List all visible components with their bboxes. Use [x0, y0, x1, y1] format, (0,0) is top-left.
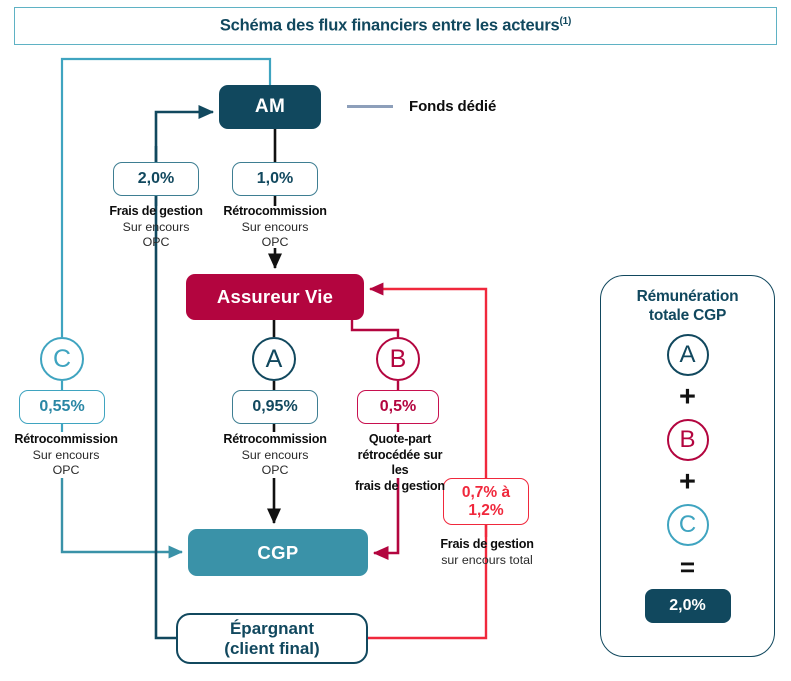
caption-retrocommission-a: Rétrocommission Sur encours OPC: [210, 432, 340, 479]
summary-panel-title: Rémunération totale CGP: [637, 288, 739, 325]
caption-retrocommission-c-line2: OPC: [52, 463, 80, 478]
caption-retrocommission-c: Rétrocommission Sur encours OPC: [0, 432, 134, 479]
summary-badge-circle-c: C: [666, 504, 709, 547]
pill-frais-gestion-total-value-line2: 1,2%: [468, 501, 504, 519]
badge-circle-a: A: [252, 337, 296, 381]
caption-frais-gestion-opc-title: Frais de gestion: [109, 204, 203, 218]
caption-retrocommission-am: Rétrocommission Sur encours OPC: [210, 204, 340, 251]
caption-frais-gestion-total-title: Frais de gestion: [440, 537, 534, 551]
pill-retrocommission-c-value: 0,55%: [39, 398, 85, 415]
caption-retrocommission-am-line2: OPC: [261, 235, 289, 250]
node-cgp-label: CGP: [257, 541, 299, 563]
badge-circle-b: B: [376, 337, 420, 381]
page-title: Schéma des flux financiers entre les act…: [219, 16, 572, 36]
pill-frais-gestion-total-value-line1: 0,7% à: [461, 484, 511, 502]
summary-badge-circle-a: A: [666, 334, 709, 377]
pill-quote-part-b-value: 0,5%: [379, 398, 417, 415]
node-cgp[interactable]: CGP: [188, 529, 368, 576]
summary-badge-circle-b: B: [666, 419, 709, 462]
summary-badge-circle-b-label: B: [679, 426, 696, 454]
legend-fonds-dedie: Fonds dédié: [347, 98, 496, 115]
caption-retrocommission-c-title: Rétrocommission: [14, 432, 118, 446]
badge-circle-a-label: A: [265, 344, 283, 373]
pill-retrocommission-a-value: 0,95%: [252, 398, 298, 415]
summary-panel-remuneration-totale-cgp: Rémunération totale CGP A + B + C = 2,0%: [600, 275, 775, 657]
wire-assureur-to-circle-b: [350, 320, 400, 337]
pill-retrocommission-a: 0,95%: [232, 390, 318, 424]
legend-fonds-dedie-label: Fonds dédié: [409, 98, 497, 115]
pill-retrocommission-am: 1,0%: [232, 162, 318, 196]
node-epargnant-labels: Épargnant (client final): [224, 619, 319, 657]
summary-panel-title-line2: totale CGP: [648, 306, 727, 324]
caption-frais-gestion-total-line1: sur encours total: [441, 552, 533, 567]
caption-frais-gestion-total: Frais de gestion sur encours total: [424, 537, 550, 568]
caption-frais-gestion-opc-line1: Sur encours: [122, 219, 190, 234]
summary-operator-plus-1: +: [679, 381, 696, 414]
node-am-label: AM: [254, 96, 286, 117]
caption-retrocommission-a-line2: OPC: [261, 463, 289, 478]
summary-badge-circle-a-label: A: [679, 341, 696, 369]
page-title-footnote-marker: (1): [559, 16, 572, 28]
wire-c-to-cgp: [60, 478, 183, 559]
summary-panel-formula: A + B + C = 2,0%: [644, 334, 731, 624]
badge-circle-c: C: [40, 337, 84, 381]
caption-retrocommission-c-line1: Sur encours: [32, 447, 100, 462]
node-epargnant-label-line2: (client final): [224, 638, 320, 658]
caption-quote-part-b-line1: rétrocédée sur les: [357, 447, 443, 478]
caption-quote-part-b-line2: frais de gestion: [355, 479, 445, 494]
caption-quote-part-b: Quote-part rétrocédée sur les frais de g…: [348, 432, 452, 495]
pill-frais-gestion-opc: 2,0%: [113, 162, 199, 196]
node-epargnant-label-line1: Épargnant: [229, 619, 315, 639]
page-title-banner: Schéma des flux financiers entre les act…: [14, 7, 777, 45]
caption-quote-part-b-title: Quote-part: [368, 432, 432, 446]
node-assureur-vie[interactable]: Assureur Vie: [186, 274, 364, 320]
summary-total-value: 2,0%: [669, 597, 706, 615]
page-title-text: Schéma des flux financiers entre les act…: [219, 16, 560, 35]
pill-frais-gestion-total: 0,7% à 1,2%: [443, 478, 529, 525]
caption-retrocommission-am-title: Rétrocommission: [223, 204, 327, 218]
pill-retrocommission-am-value: 1,0%: [256, 170, 294, 187]
badge-circle-b-label: B: [389, 344, 407, 373]
pill-retrocommission-c: 0,55%: [19, 390, 105, 424]
node-am[interactable]: AM: [219, 85, 321, 129]
caption-retrocommission-a-line1: Sur encours: [241, 447, 309, 462]
summary-badge-circle-c-label: C: [678, 511, 697, 539]
caption-retrocommission-a-title: Rétrocommission: [223, 432, 327, 446]
summary-panel-title-line1: Rémunération: [636, 288, 739, 305]
summary-total-badge: 2,0%: [644, 589, 731, 624]
node-assureur-vie-label: Assureur Vie: [216, 286, 334, 307]
caption-frais-gestion-opc: Frais de gestion Sur encours OPC: [96, 204, 216, 251]
caption-frais-gestion-opc-line2: OPC: [142, 235, 170, 250]
legend-line-swatch-icon: [347, 105, 393, 108]
summary-operator-equals: =: [679, 552, 696, 583]
caption-retrocommission-am-line1: Sur encours: [241, 219, 309, 234]
node-epargnant[interactable]: Épargnant (client final): [176, 613, 368, 664]
pill-frais-gestion-opc-value: 2,0%: [137, 170, 175, 187]
badge-circle-c-label: C: [52, 344, 72, 373]
summary-operator-plus-2: +: [679, 466, 696, 499]
pill-quote-part-b: 0,5%: [357, 390, 439, 424]
